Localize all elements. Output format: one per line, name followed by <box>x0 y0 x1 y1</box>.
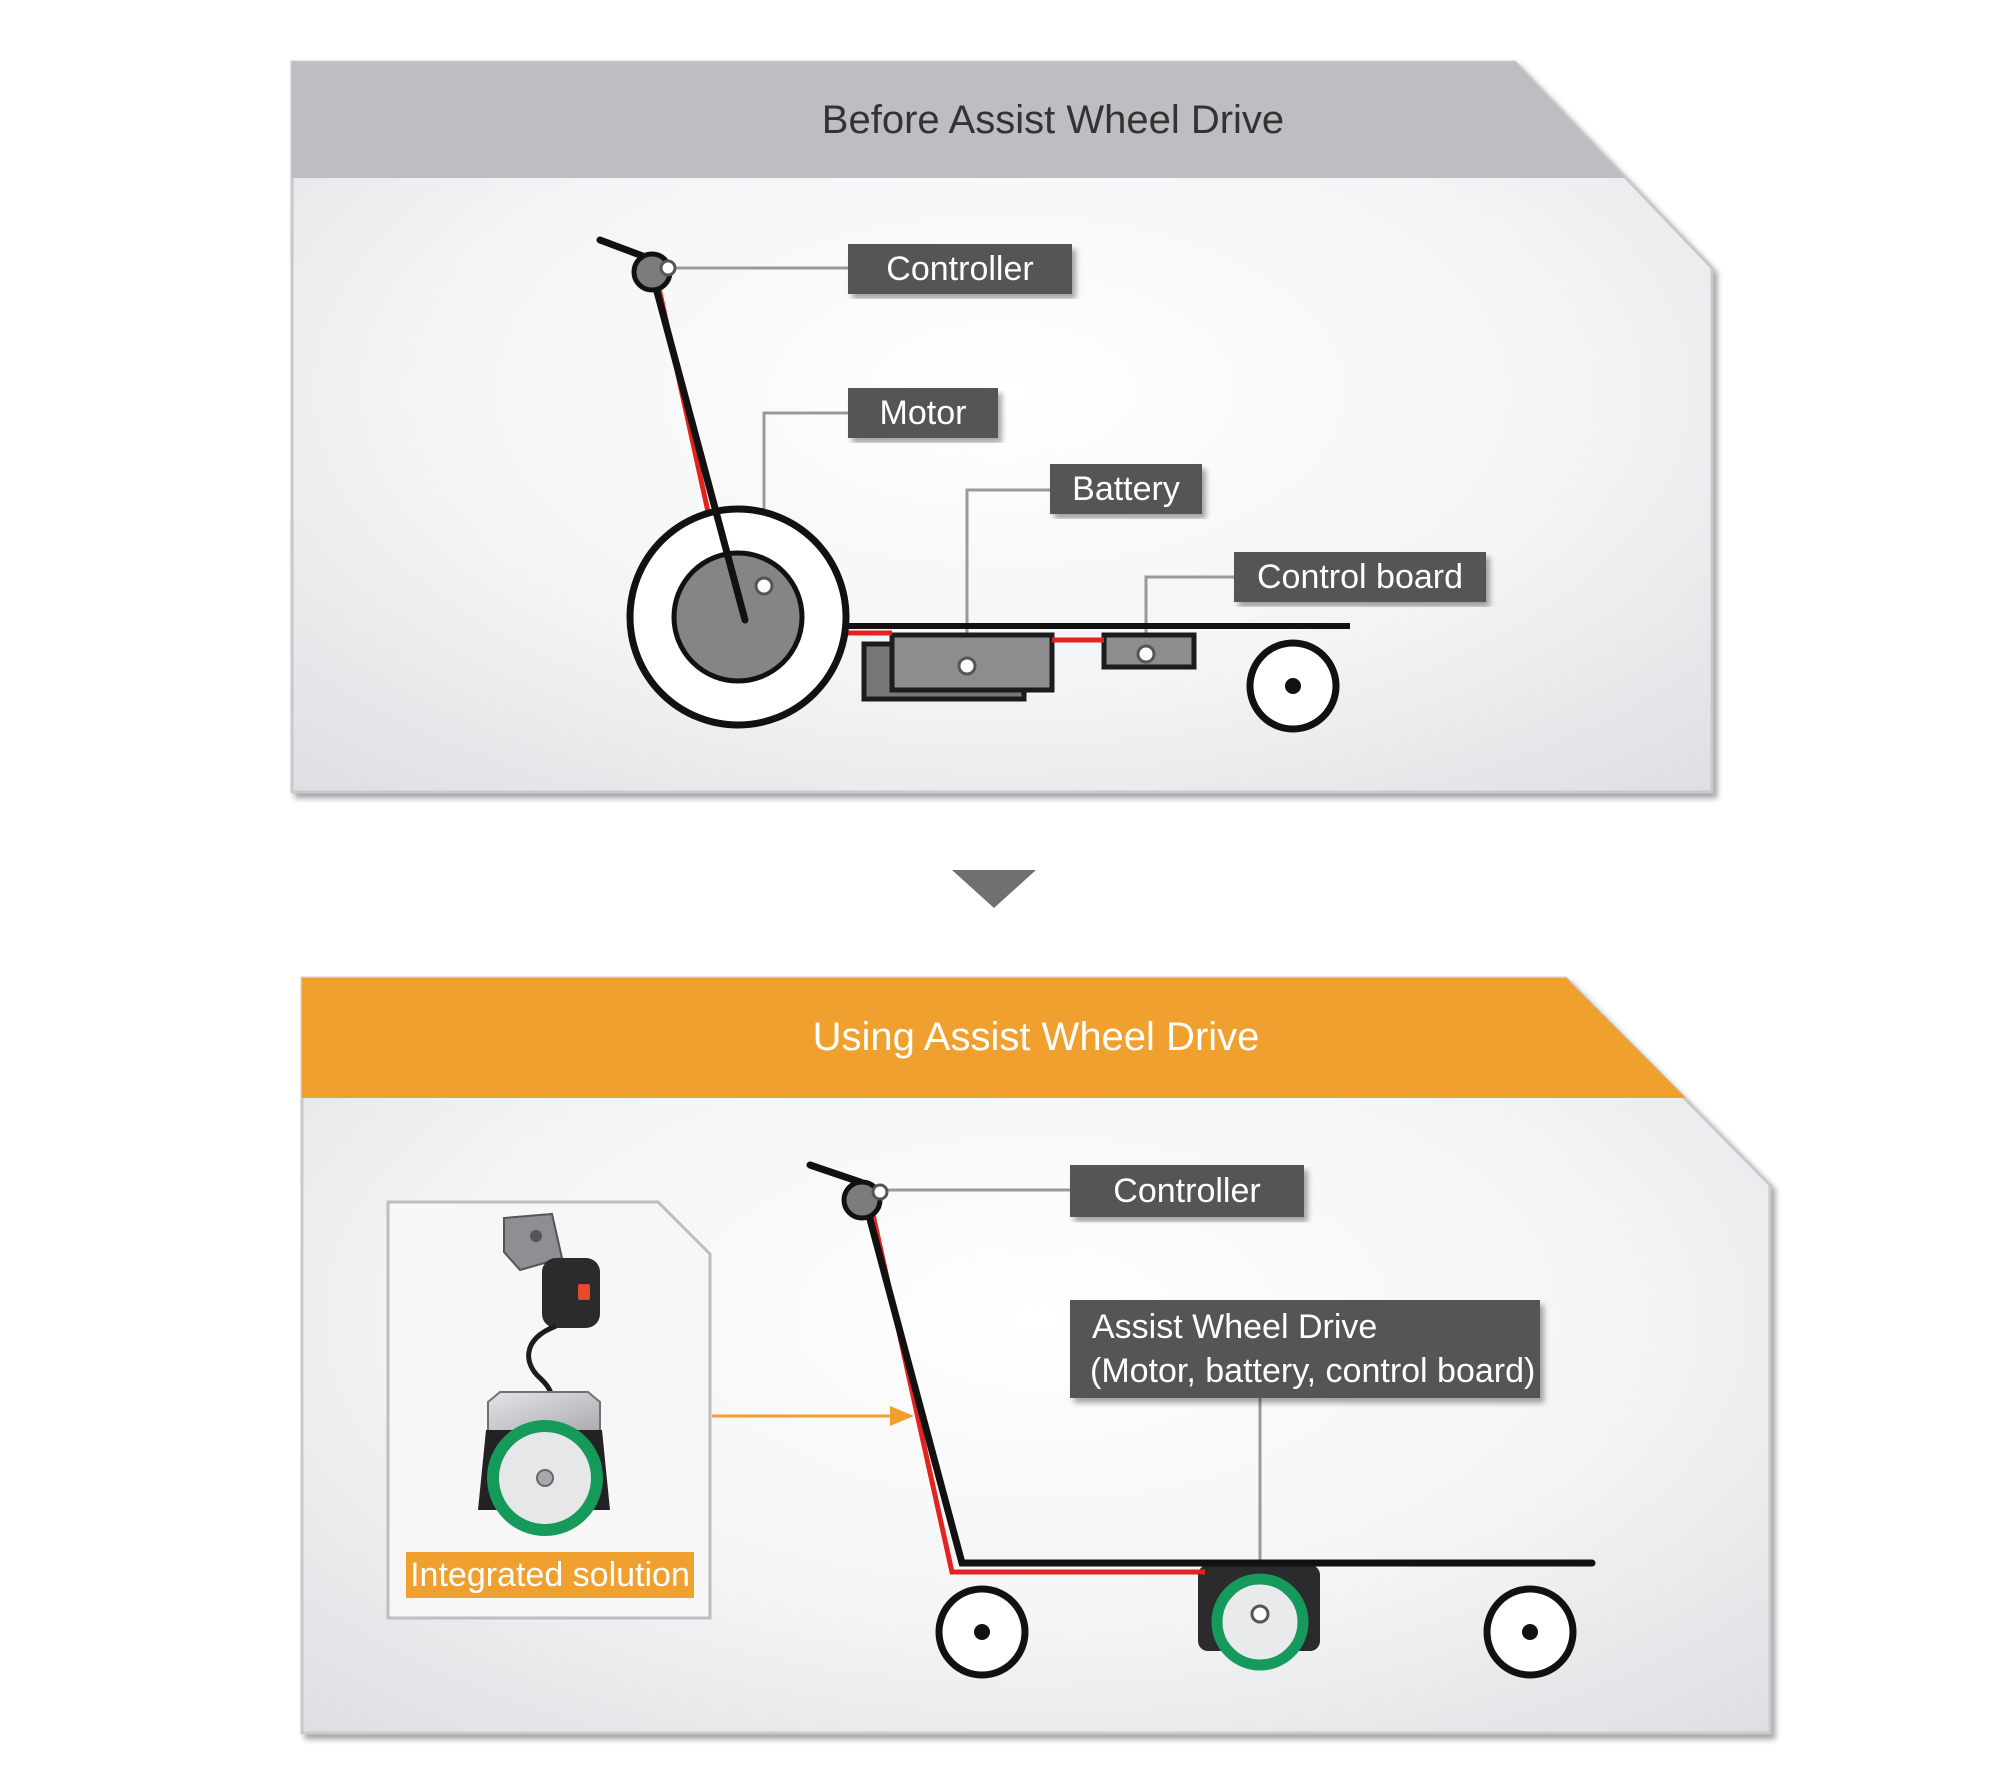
inset-pointer-arrow <box>712 1406 914 1426</box>
awd-product-image <box>478 1212 610 1536</box>
awd-label-line2: (Motor, battery, control board) <box>1090 1352 1535 1390</box>
before-leader-dots <box>659 259 1156 676</box>
integrated-solution-badge: Integrated solution <box>406 1552 694 1598</box>
before-scooter <box>596 236 1350 733</box>
after-leader-dots <box>871 1183 1270 1624</box>
before-panel: Before Assist Wheel Drive <box>290 60 1714 794</box>
label-control-board: Control board <box>1234 552 1486 602</box>
before-header-bar <box>292 62 1625 178</box>
svg-text:Controller: Controller <box>1113 1172 1260 1210</box>
cart-front-wheel-hub <box>974 1624 990 1640</box>
motor-hub <box>671 550 805 684</box>
label-motor: Motor <box>848 388 998 438</box>
cart-rear-wheel-hub <box>1522 1624 1538 1640</box>
svg-text:Integrated solution: Integrated solution <box>410 1556 690 1594</box>
svg-text:Control board: Control board <box>1257 558 1463 596</box>
label-assist-wheel-drive: Assist Wheel Drive (Motor, battery, cont… <box>1070 1300 1540 1398</box>
after-title: Using Assist Wheel Drive <box>813 1015 1260 1059</box>
svg-text:Motor: Motor <box>880 394 967 432</box>
after-cart <box>806 1161 1596 1679</box>
integrated-solution-inset: Integrated solution <box>386 1200 712 1620</box>
after-header-bar <box>302 978 1686 1098</box>
before-title: Before Assist Wheel Drive <box>822 98 1284 142</box>
label-battery: Battery <box>1050 464 1202 514</box>
awd-label-line1: Assist Wheel Drive <box>1092 1308 1377 1346</box>
cart-frame <box>806 1161 1596 1567</box>
down-arrow-icon <box>952 870 1036 908</box>
svg-text:Battery: Battery <box>1072 470 1180 508</box>
svg-text:Controller: Controller <box>886 250 1033 288</box>
battery-block <box>889 632 1055 693</box>
rear-wheel-hub <box>1285 678 1301 694</box>
label-controller-before: Controller <box>848 244 1072 294</box>
after-panel: Using Assist Wheel Drive <box>300 976 1772 1735</box>
label-controller-after: Controller <box>1070 1165 1304 1217</box>
